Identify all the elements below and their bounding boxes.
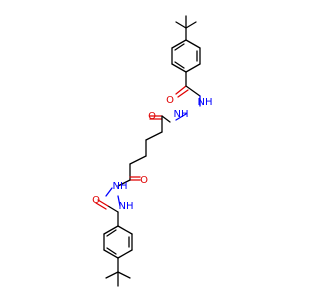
top-hydrazide [175,95,201,121]
atom-oxygen-mid: O [148,111,156,122]
atom-nh-top-a: NH [198,97,213,108]
atom-oxygen-top: O [166,95,174,106]
atom-oxygen-bottom: O [92,195,100,206]
bottom-benzene-ring [103,225,133,259]
top-benzene-ring [171,39,201,73]
atom-nh-bot-b: NH [119,201,134,212]
adipoyl-chain [117,115,171,187]
bottom-hydrazide [105,187,121,207]
bottom-tert-butyl [105,257,131,287]
bottom-carbonyl [95,199,119,227]
atom-nh-bot-a: NH [113,181,128,192]
atom-nh-top-b: NH [174,109,189,120]
molecule-structure: O NH NH O O NH NH O [92,15,213,287]
top-tert-butyl [175,15,197,41]
atom-oxygen-mid2: O [140,175,148,186]
top-carbonyl [175,71,201,98]
structure-canvas: O NH NH O O NH NH O [92,15,213,287]
